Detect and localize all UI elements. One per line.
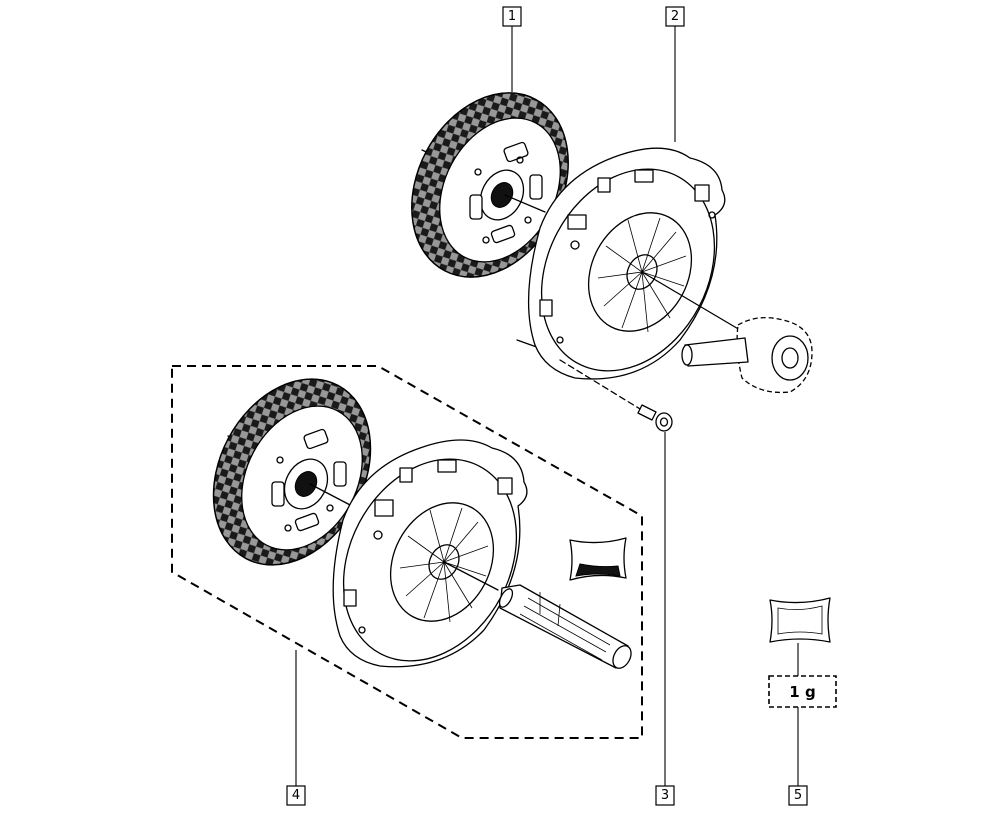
callout-4: 4 [286, 785, 306, 806]
callout-5-label: 5 [794, 788, 802, 803]
pressure-plate-upper [516, 147, 741, 380]
clutch-disc-upper [411, 92, 569, 278]
callout-4-label: 4 [292, 788, 300, 803]
grease-quantity-label: 1 g [789, 683, 815, 701]
pressure-plate-lower [332, 439, 528, 668]
grease-sachet [769, 597, 831, 643]
callout-3: 3 [655, 785, 675, 806]
release-bearing [681, 317, 813, 394]
clutch-disc-lower [212, 378, 372, 566]
callout-3-label: 3 [661, 788, 669, 803]
grease-quantity-box: 1 g [768, 675, 837, 708]
leader-lines [295, 26, 799, 786]
alignment-tool [498, 584, 632, 669]
callout-5: 5 [788, 785, 808, 806]
bolt [559, 359, 673, 432]
callout-2: 2 [665, 6, 685, 27]
kit-outline [171, 365, 643, 739]
callout-2-label: 2 [671, 9, 679, 24]
callout-1-label: 1 [508, 9, 516, 24]
grease-sachet-kit [569, 537, 627, 581]
callout-1: 1 [502, 6, 522, 27]
